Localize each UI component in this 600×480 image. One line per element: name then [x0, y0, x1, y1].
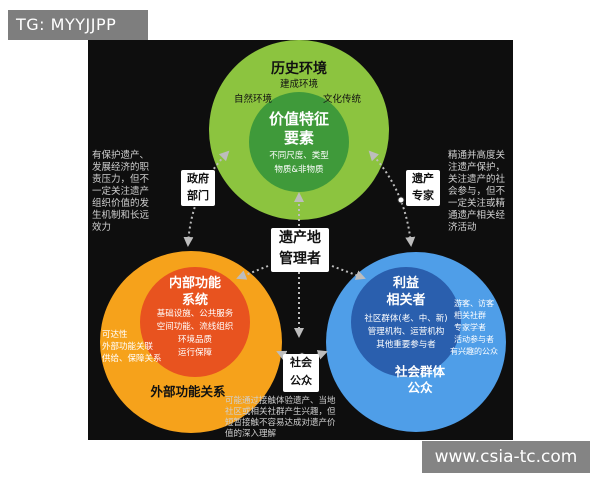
gov-note-line: 发展经济的职	[92, 162, 150, 173]
watermark-top: TG: MYYJJPP	[8, 10, 148, 40]
line-center-right	[331, 265, 366, 280]
gov-note: 有保护遗产、 发展经济的职 责压力，但不 一定关注遗产 组织价值的发 生机制和长…	[92, 150, 164, 234]
public-line-2: 公众	[290, 374, 312, 387]
expert-box: 遗产 专家	[406, 170, 440, 206]
right-outer-line-1: 游客、访客	[454, 299, 494, 308]
public-note-line: 可能通过接触体验遗产、当地	[225, 396, 336, 406]
top-inner-title-2: 要素	[283, 129, 314, 147]
right-bottom-title-2: 公众	[407, 380, 433, 395]
public-note-line: 短暂接触不容易达成对遗产价	[225, 418, 336, 428]
left-inner-title-2: 系统	[181, 293, 208, 308]
left-inner-line-3: 环境品质	[177, 335, 212, 345]
center-manager-box: 遗产地 管理者	[271, 228, 329, 272]
right-inner-circle	[351, 267, 461, 377]
top-sub: 建成环境	[279, 79, 318, 90]
public-note: 可能通过接触体验遗产、当地 社区或相关社群产生兴趣，但 短暂接触不容易达成对遗产…	[225, 396, 377, 440]
center-line-2: 管理者	[279, 251, 321, 267]
node-dot-expert	[397, 196, 405, 204]
gov-note-line: 一定关注遗产	[92, 186, 150, 197]
gov-note-line: 组织价值的发	[92, 198, 150, 209]
expert-line-2: 专家	[412, 189, 434, 202]
left-inner-line-2: 空间功能、流线组织	[156, 322, 234, 332]
left-inner-line-1: 基础设施、公共服务	[156, 309, 234, 319]
right-inner-line-1: 社区群体(老、中、新)	[364, 314, 448, 324]
right-inner-line-3: 其他重要参与者	[376, 340, 436, 350]
gov-note-line: 生机制和长远	[92, 210, 150, 221]
public-line-1: 社会	[290, 356, 312, 369]
expert-note-line: 注遗产保护，	[448, 162, 506, 173]
line-center-left	[236, 265, 269, 280]
diagram-panel: 历史环境 建成环境 自然环境 文化传统 价值特征 要素 不同尺度、类型 物质&非…	[88, 40, 513, 440]
public-note-line: 社区或相关社群产生兴趣，但	[225, 407, 336, 417]
center-line-1: 遗产地	[279, 230, 321, 246]
left-outer-line-1: 可达性	[102, 330, 128, 340]
expert-note-line: 关注遗产的社	[448, 174, 506, 185]
diagram-svg	[100, 40, 506, 433]
expert-note: 精通并高度关 注遗产保护， 关注遗产的社 会参与，但不 一定关注或精 通遗产相关…	[448, 150, 514, 234]
right-outer-line-3: 专家学者	[454, 323, 486, 332]
top-right-text: 文化传统	[322, 94, 361, 105]
top-inner-sub-2: 物质&非物质	[274, 165, 324, 175]
right-outer-line-4: 活动参与者	[454, 335, 494, 344]
gov-note-line: 有保护遗产、	[92, 150, 150, 161]
public-note-line: 值的深入理解	[225, 429, 277, 439]
top-inner-title-1: 价值特征	[268, 110, 329, 128]
gov-line-1: 政府	[187, 172, 209, 185]
public-box: 社会 公众	[283, 354, 319, 392]
right-inner-line-2: 管理机构、运营机构	[367, 327, 445, 337]
right-inner-title-1: 利益	[392, 276, 419, 291]
expert-note-line: 通遗产相关经	[448, 210, 506, 221]
watermark-bottom: www.csia-tc.com	[422, 441, 590, 473]
right-inner-title-2: 相关者	[386, 293, 426, 308]
arc-top-right	[368, 150, 416, 247]
gov-note-line: 效力	[92, 222, 112, 233]
right-bottom-title-1: 社会群体	[394, 364, 445, 379]
left-outer-line-2: 外部功能关联	[102, 342, 154, 352]
expert-note-line: 会参与，但不	[448, 186, 506, 197]
gov-line-2: 部门	[187, 189, 209, 202]
top-left-text: 自然环境	[233, 94, 272, 105]
left-bottom-title: 外部功能关系	[150, 384, 226, 399]
right-outer-line-2: 相关社群	[454, 311, 486, 320]
top-inner-circle	[249, 92, 349, 192]
top-inner-sub-1: 不同尺度、类型	[269, 151, 329, 161]
expert-note-line: 一定关注或精	[448, 198, 506, 209]
expert-note-line: 精通并高度关	[448, 150, 506, 161]
top-title: 历史环境	[271, 61, 327, 77]
expert-note-line: 济活动	[448, 222, 477, 233]
right-outer-line-5: 有兴趣的公众	[450, 347, 498, 356]
left-outer-line-3: 供给、保障关系	[102, 354, 162, 364]
gov-box: 政府 部门	[181, 170, 215, 206]
expert-line-1: 遗产	[412, 172, 434, 185]
gov-note-line: 责压力，但不	[92, 174, 150, 185]
left-inner-line-4: 运行保障	[177, 348, 212, 358]
left-inner-title-1: 内部功能	[168, 276, 221, 291]
left-inner-circle	[140, 267, 250, 377]
